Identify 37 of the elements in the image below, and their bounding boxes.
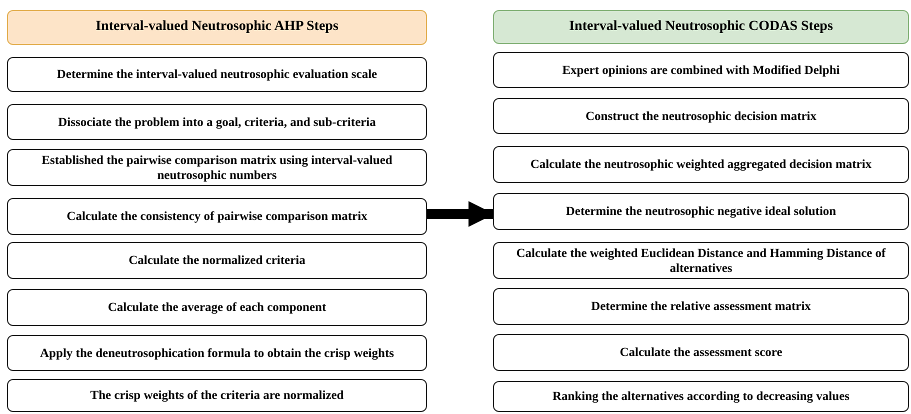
step-box	[493, 52, 909, 88]
step-box	[7, 104, 427, 140]
header-title: Interval-valued Neutrosophic AHP Steps	[96, 19, 338, 36]
step-text: Calculate the weighted Euclidean Distance and Hamming Distance of alternatives	[515, 246, 887, 276]
step-box	[7, 242, 427, 279]
step-text: Determine the neutrosophic negative ideal solution	[566, 204, 836, 219]
step-box	[7, 379, 427, 412]
step-text: Expert opinions are combined with Modified Delphi	[562, 62, 840, 78]
step-text: Calculate the normalized criteria	[128, 253, 306, 268]
step-box	[493, 242, 909, 279]
step-text: Calculate the consistency of pairwise comparison matrix	[66, 209, 368, 224]
step-box	[493, 381, 909, 412]
arrow	[427, 201, 494, 227]
header-title: Interval-valued Neutrosophic CODAS Steps	[569, 18, 833, 36]
step-box	[493, 288, 909, 325]
step-box	[493, 98, 909, 134]
step-text: Construct the neutrosophic decision matrix	[585, 108, 816, 124]
step-text: Determine the relative assessment matrix	[591, 299, 811, 314]
step-box	[7, 198, 427, 235]
step-text: Calculate the neutrosophic weighted aggregated decision matrix	[530, 157, 872, 172]
step-box	[493, 193, 909, 230]
step-text: Dissociate the problem into a goal, criteria, and sub-criteria	[58, 114, 376, 130]
step-text: Ranking the alternatives according to decreasing values	[552, 389, 850, 404]
header-box	[493, 10, 909, 44]
step-box	[7, 335, 427, 371]
step-text: Established the pairwise comparison matrix using interval-valued neutrosophic numbers	[40, 152, 394, 182]
step-box	[493, 334, 909, 371]
step-box	[7, 289, 427, 326]
step-text: Calculate the assessment score	[620, 345, 782, 360]
step-text: The crisp weights of the criteria are normalized	[90, 388, 344, 403]
header-box	[7, 10, 427, 45]
step-box	[7, 57, 427, 92]
step-text: Determine the interval-valued neutrosophic evaluation scale	[56, 67, 378, 82]
step-text: Apply the deneutrosophication formula to obtain the crisp weights	[40, 346, 394, 360]
step-box	[7, 149, 427, 186]
step-text: Calculate the average of each component	[108, 300, 326, 315]
step-box	[493, 146, 909, 183]
